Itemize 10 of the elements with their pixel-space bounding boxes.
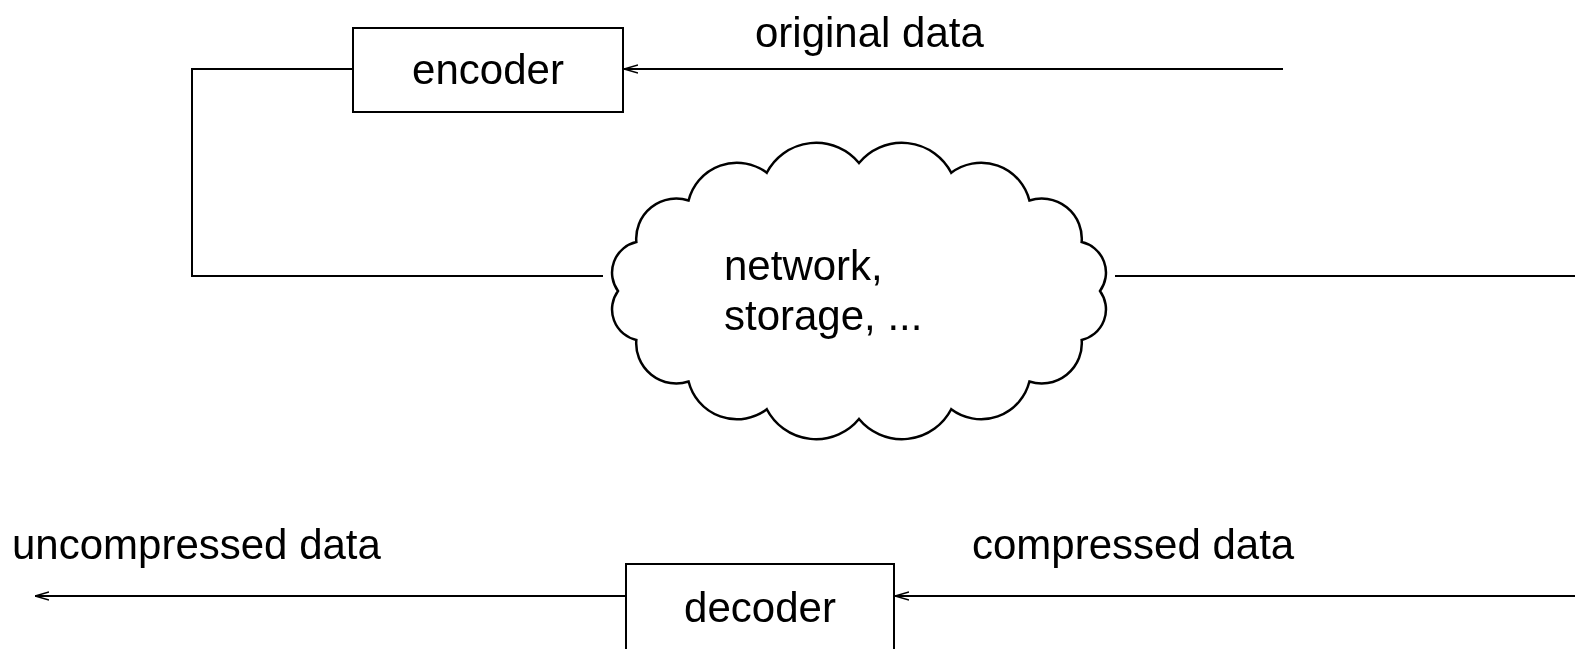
connector-line (1114, 275, 1575, 277)
arrow (623, 64, 1284, 74)
process-box (352, 27, 624, 113)
node-label: network, storage, ... (724, 240, 924, 341)
process-box (625, 563, 895, 649)
connector-line (191, 68, 604, 277)
node-label: encoder (412, 44, 564, 95)
node-label: decoder (684, 582, 836, 633)
arrow (34, 591, 626, 601)
arrow (894, 591, 1575, 601)
